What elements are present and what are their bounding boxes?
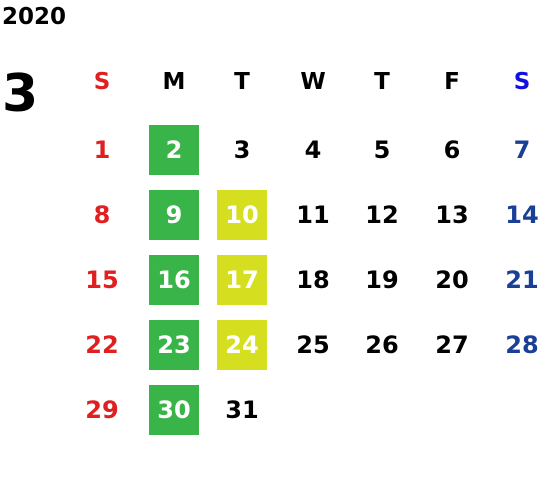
day-cell-4[interactable]: 4 bbox=[304, 136, 322, 164]
weekday-header-5: F bbox=[444, 69, 460, 95]
day-cell-1[interactable]: 1 bbox=[93, 136, 111, 164]
day-cell-23[interactable]: 23 bbox=[149, 320, 199, 370]
day-cell-13[interactable]: 13 bbox=[435, 201, 469, 229]
day-cell-25[interactable]: 25 bbox=[296, 331, 330, 359]
day-cell-22[interactable]: 22 bbox=[85, 331, 119, 359]
day-cell-28[interactable]: 28 bbox=[505, 331, 539, 359]
weekday-header-6: S bbox=[513, 69, 531, 95]
day-cell-12[interactable]: 12 bbox=[365, 201, 399, 229]
weekday-header-2: T bbox=[234, 69, 250, 95]
day-cell-27[interactable]: 27 bbox=[435, 331, 469, 359]
month-label: 3 bbox=[2, 64, 39, 124]
day-cell-21[interactable]: 21 bbox=[505, 266, 539, 294]
day-cell-16[interactable]: 16 bbox=[149, 255, 199, 305]
day-cell-29[interactable]: 29 bbox=[85, 396, 119, 424]
day-cell-2[interactable]: 2 bbox=[149, 125, 199, 175]
day-cell-5[interactable]: 5 bbox=[373, 136, 391, 164]
day-cell-10[interactable]: 10 bbox=[217, 190, 267, 240]
day-cell-15[interactable]: 15 bbox=[85, 266, 119, 294]
day-cell-3[interactable]: 3 bbox=[233, 136, 251, 164]
day-cell-18[interactable]: 18 bbox=[296, 266, 330, 294]
day-cell-7[interactable]: 7 bbox=[513, 136, 531, 164]
weekday-header-4: T bbox=[374, 69, 390, 95]
weekday-header-0: S bbox=[93, 69, 111, 95]
weekday-header-3: W bbox=[300, 69, 326, 95]
day-cell-11[interactable]: 11 bbox=[296, 201, 330, 229]
weekday-header-1: M bbox=[162, 69, 186, 95]
day-cell-14[interactable]: 14 bbox=[505, 201, 539, 229]
day-cell-26[interactable]: 26 bbox=[365, 331, 399, 359]
year-label: 2020 bbox=[2, 4, 67, 30]
day-cell-31[interactable]: 31 bbox=[225, 396, 259, 424]
day-cell-19[interactable]: 19 bbox=[365, 266, 399, 294]
day-cell-20[interactable]: 20 bbox=[435, 266, 469, 294]
day-cell-9[interactable]: 9 bbox=[149, 190, 199, 240]
day-cell-8[interactable]: 8 bbox=[93, 201, 111, 229]
day-cell-24[interactable]: 24 bbox=[217, 320, 267, 370]
day-cell-30[interactable]: 30 bbox=[149, 385, 199, 435]
day-cell-17[interactable]: 17 bbox=[217, 255, 267, 305]
day-cell-6[interactable]: 6 bbox=[443, 136, 461, 164]
